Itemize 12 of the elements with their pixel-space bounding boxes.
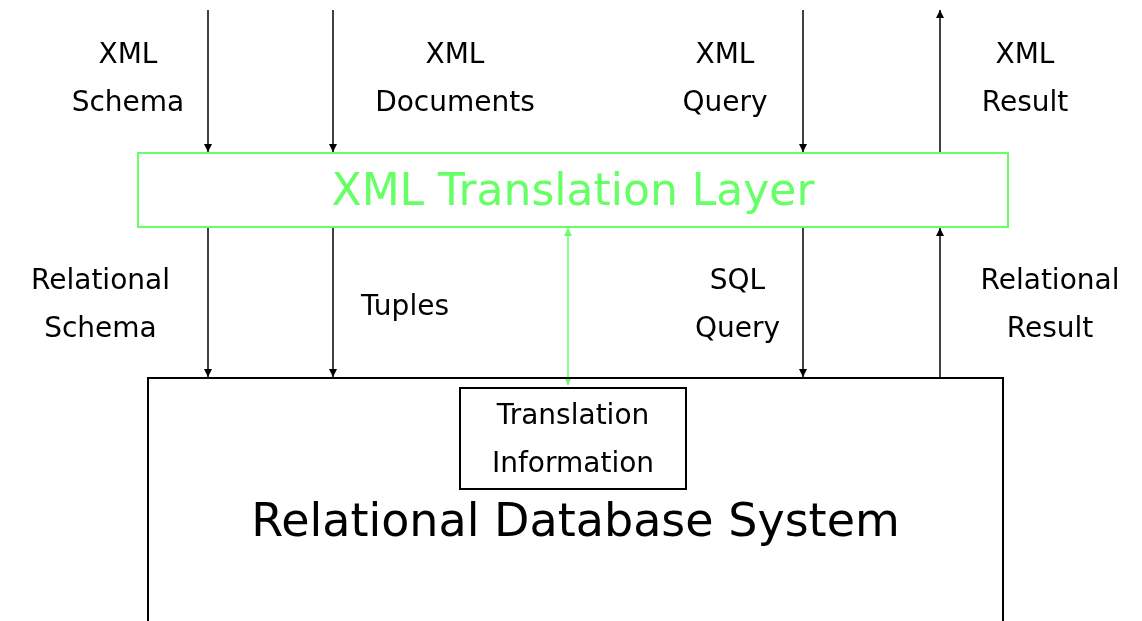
- arrow: [329, 9, 337, 153]
- arrow: [204, 9, 212, 153]
- system-box: Translation Information Relational Database System: [147, 377, 1004, 621]
- arrow: [564, 227, 572, 386]
- arrow: [936, 227, 944, 378]
- arrow: [799, 9, 807, 153]
- arrow: [799, 227, 807, 378]
- arrow: [204, 227, 212, 378]
- layer-box: XML Translation Layer: [137, 152, 1009, 228]
- arrow: [936, 9, 944, 153]
- arrow: [329, 227, 337, 378]
- info-box: Translation Information: [459, 387, 687, 490]
